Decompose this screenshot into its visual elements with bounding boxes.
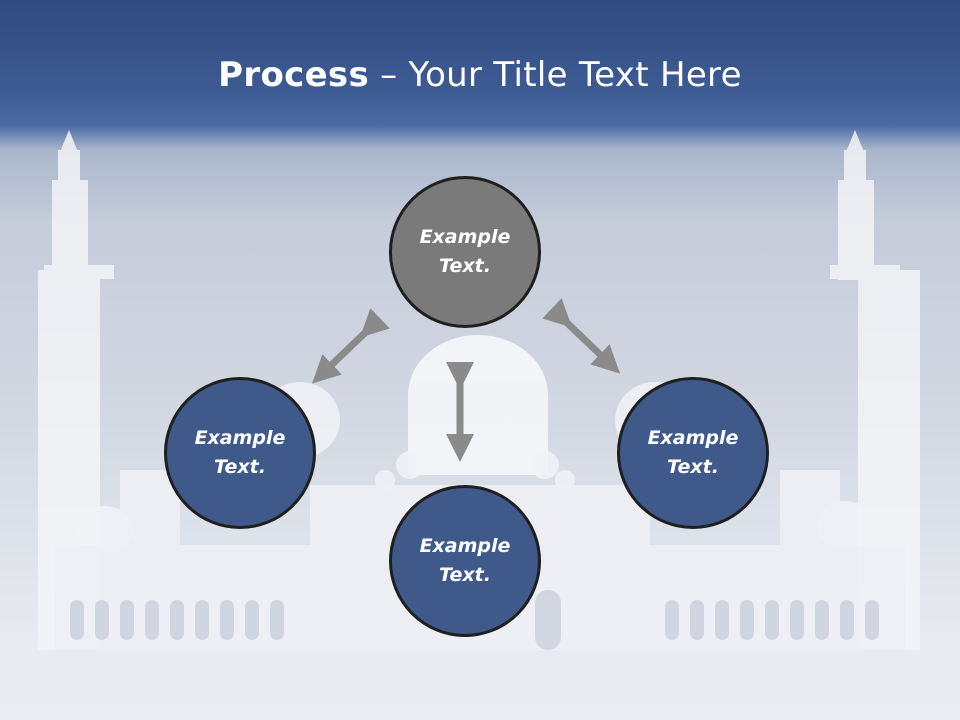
node-label-line1: Example <box>419 535 511 557</box>
slide-title: Process – Your Title Text Here <box>0 52 960 98</box>
node-label-line1: Example <box>194 427 286 449</box>
node-label-line1: Example <box>647 427 739 449</box>
title-rest: – Your Title Text Here <box>369 55 742 95</box>
node-label-line2: Text. <box>439 255 491 277</box>
process-node-bottom: Example Text. <box>389 485 541 637</box>
node-label-line2: Text. <box>439 564 491 586</box>
node-label-line2: Text. <box>214 456 266 478</box>
node-label-line1: Example <box>419 226 511 248</box>
title-bold-word: Process <box>218 55 370 95</box>
process-node-right: Example Text. <box>617 377 769 529</box>
process-node-top: Example Text. <box>389 176 541 328</box>
node-label-line2: Text. <box>667 456 719 478</box>
process-node-left: Example Text. <box>164 377 316 529</box>
